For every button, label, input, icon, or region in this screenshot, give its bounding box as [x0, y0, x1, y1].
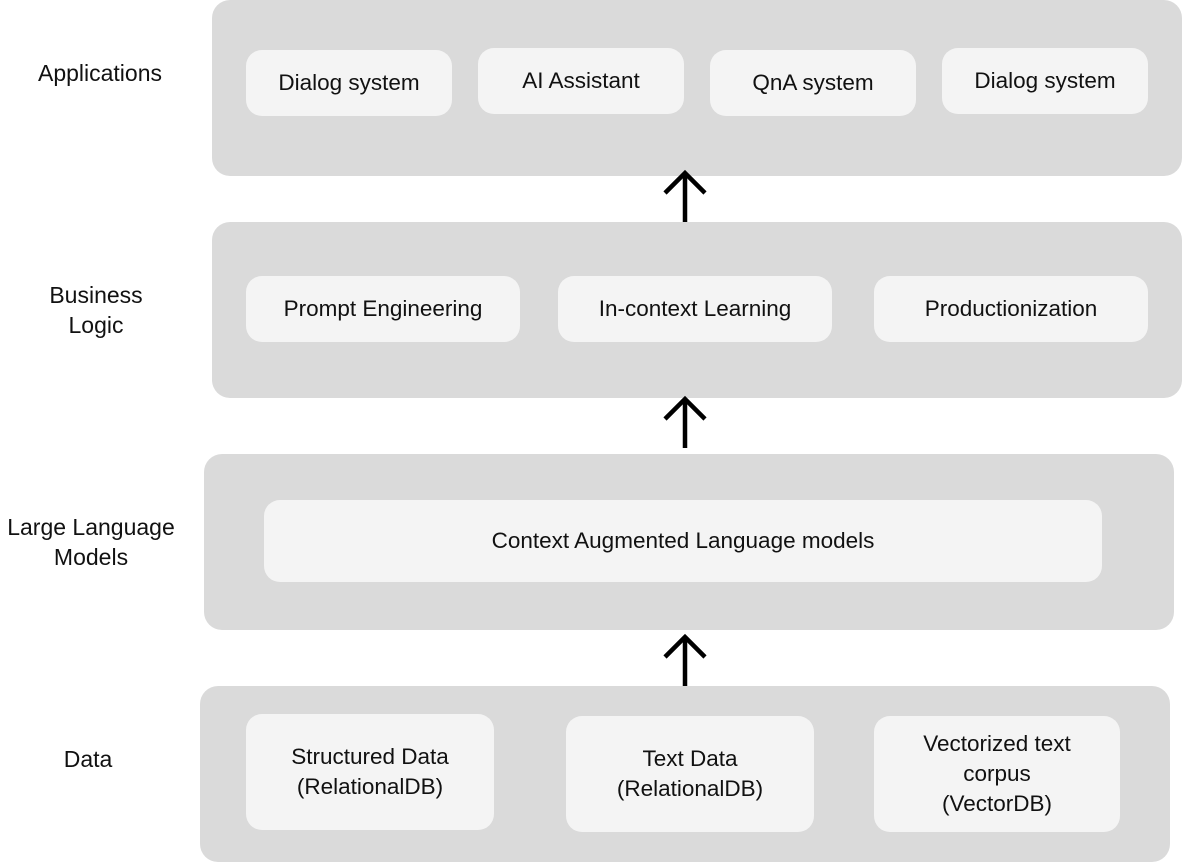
- data-node-structured-data: Structured Data (RelationalDB): [246, 714, 494, 830]
- data-node-text-data: Text Data (RelationalDB): [566, 716, 814, 832]
- llm-node-context-augmented-models: Context Augmented Language models: [264, 500, 1102, 582]
- layer-label-large-language-models: Large Language Models: [7, 514, 175, 570]
- arrow-up-icon: [661, 168, 709, 224]
- app-node-dialog-system-1: Dialog system: [246, 50, 452, 116]
- layer-label-data: Data: [63, 746, 113, 772]
- logic-node-productionization: Productionization: [874, 276, 1148, 342]
- app-node-qna-system: QnA system: [710, 50, 916, 116]
- data-layer: Structured Data (RelationalDB) Text Data…: [200, 686, 1170, 862]
- arrow-up-icon: [661, 632, 709, 688]
- app-node-ai-assistant: AI Assistant: [478, 48, 684, 114]
- layer-label-applications: Applications: [37, 60, 163, 86]
- data-node-vectorized-corpus: Vectorized text corpus (VectorDB): [874, 716, 1120, 832]
- app-node-dialog-system-2: Dialog system: [942, 48, 1148, 114]
- layer-label-business-logic: Business Logic: [49, 282, 143, 338]
- llm-layer: Context Augmented Language models: [204, 454, 1174, 630]
- business-logic-layer: Prompt Engineering In-context Learning P…: [212, 222, 1182, 398]
- logic-node-in-context-learning: In-context Learning: [558, 276, 832, 342]
- logic-node-prompt-engineering: Prompt Engineering: [246, 276, 520, 342]
- arrow-up-icon: [661, 394, 709, 450]
- applications-layer: Dialog system AI Assistant QnA system Di…: [212, 0, 1182, 176]
